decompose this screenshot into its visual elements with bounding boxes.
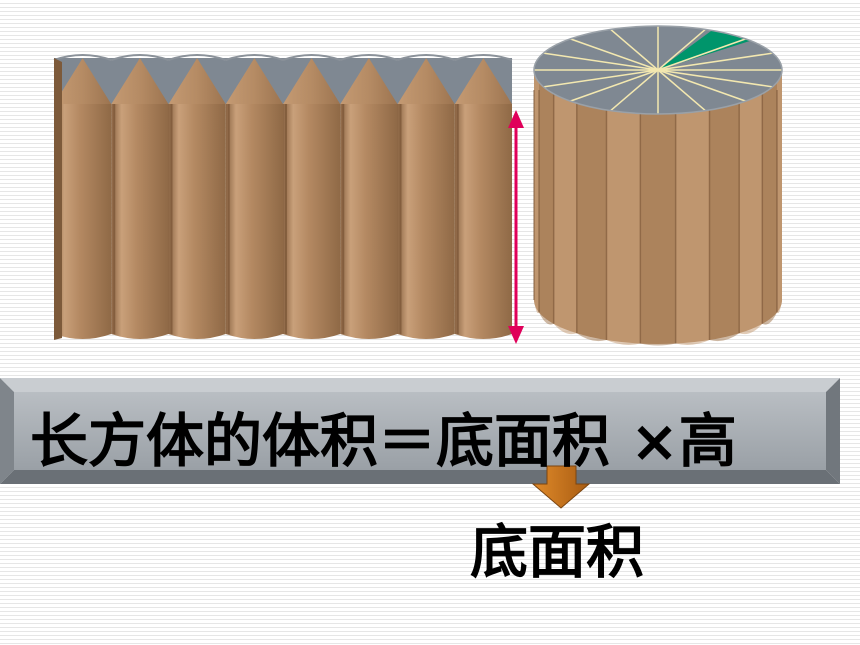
sector-line xyxy=(543,69,659,88)
sector-line xyxy=(657,69,706,112)
sector-line xyxy=(570,69,659,102)
prism-top-edge xyxy=(110,54,169,61)
prism-peak xyxy=(54,58,112,104)
prism-top-edge xyxy=(225,54,284,61)
cylinder-facet xyxy=(534,70,540,314)
prism-top-edge xyxy=(454,54,513,61)
cylinder-facet xyxy=(640,70,676,346)
sector-line xyxy=(657,69,746,102)
prism-peak xyxy=(454,58,512,104)
sector-line xyxy=(657,52,773,71)
prism-column xyxy=(283,104,341,339)
prism-top-wedge xyxy=(254,58,312,104)
prism-top-wedge xyxy=(197,58,255,104)
prism-column xyxy=(168,104,226,339)
sector-line xyxy=(657,28,706,71)
sector-line xyxy=(610,69,659,112)
prism-peak xyxy=(111,58,169,104)
sector-line xyxy=(657,38,746,71)
prism-column xyxy=(397,104,455,339)
prism-top-edge xyxy=(282,54,341,61)
prism-left-face xyxy=(54,58,62,340)
prism-top-wedge xyxy=(426,58,484,104)
prism-peak xyxy=(283,58,341,104)
prism-top-wedge xyxy=(311,58,369,104)
formula-banner xyxy=(0,378,840,484)
prism-column xyxy=(111,104,169,339)
prism-top-edge xyxy=(397,54,456,61)
cylinder-facet xyxy=(553,70,577,335)
prism-top-edge xyxy=(53,54,112,61)
sector-line xyxy=(657,69,773,88)
rearranged-prism xyxy=(53,54,513,340)
volume-formula: 长方体的体积＝底面积 ×高 xyxy=(30,407,737,475)
cylinder-facet xyxy=(709,70,740,342)
sector-line xyxy=(570,38,659,71)
prism-top-wedge xyxy=(82,58,140,104)
down-arrow xyxy=(531,465,591,509)
sector-line xyxy=(543,52,659,71)
highlighted-sector xyxy=(658,30,751,71)
prism-column xyxy=(54,104,112,339)
prism-peak xyxy=(340,58,398,104)
height-arrow xyxy=(508,110,524,344)
prism-top-edge xyxy=(168,54,227,61)
prism-peak xyxy=(168,58,226,104)
cylinder-facet xyxy=(776,70,782,314)
prism-top-wedge xyxy=(483,58,512,104)
base-area-label: 底面积 xyxy=(470,518,645,586)
prism-column xyxy=(340,104,398,339)
cylinder-facet xyxy=(539,70,554,325)
prism-peak xyxy=(397,58,455,104)
prism-top-wedge xyxy=(368,58,427,104)
sliced-cylinder xyxy=(533,25,783,346)
prism-top-edge xyxy=(339,54,398,61)
cylinder-facet xyxy=(762,70,777,325)
cylinder-facet xyxy=(675,70,710,345)
cylinder-facet xyxy=(576,70,607,342)
prism-peak xyxy=(225,58,283,104)
prism-top-wedge xyxy=(139,58,198,104)
prism-column xyxy=(454,104,512,339)
cylinder-rim xyxy=(533,25,783,115)
prism-column xyxy=(225,104,283,339)
cylinder-facet xyxy=(739,70,763,335)
sector-line xyxy=(610,28,659,71)
cylinder-facet xyxy=(606,70,641,345)
